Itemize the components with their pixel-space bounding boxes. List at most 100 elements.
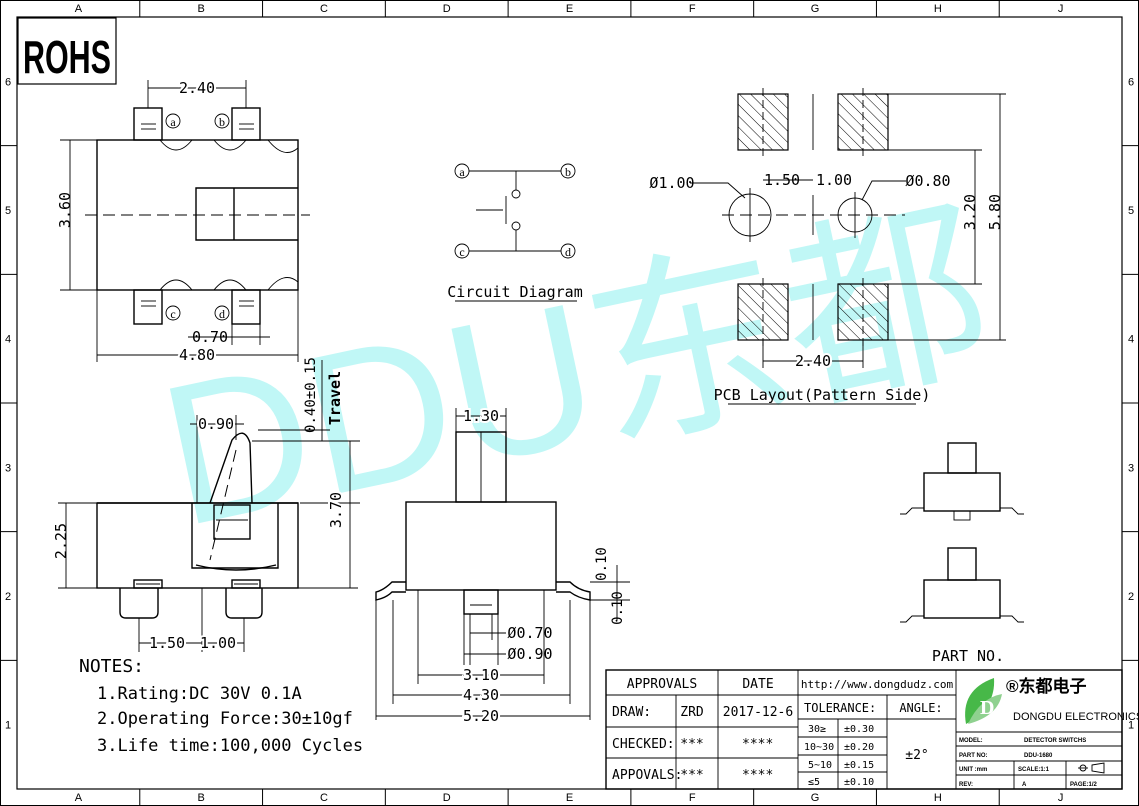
front-view: 1.30 0.10 0.10 Ø0.70 Ø0.90 3.10 4.30 5.2… (375, 405, 630, 727)
grid-row-left-5: 5 (5, 205, 11, 217)
pcb-dim-1-50: 1.50 (764, 171, 800, 189)
grid-row-right-3: 3 (1128, 462, 1134, 474)
front-dim-lead-top: 0.10 (594, 547, 610, 581)
grid-col-top-J: J (1058, 3, 1064, 15)
tolerance-header: TOLERANCE: (804, 701, 876, 715)
tol-range-1: 30≥ (808, 724, 826, 735)
angle-header: ANGLE: (899, 701, 942, 715)
top-pin-a: a (170, 115, 176, 129)
grid-col-bottom-A: A (75, 792, 83, 804)
info-model-value: DETECTOR SWITCHS (1024, 738, 1086, 744)
tol-range-4: ≤5 (808, 777, 820, 788)
side-dim-2-25: 2.25 (52, 523, 70, 559)
pcb-dim-2-40: 2.40 (795, 352, 831, 370)
page-indicator: PAGE:1/2 (1070, 782, 1098, 788)
svg-text:D: D (980, 697, 994, 719)
dim-top-4-80: 4.80 (179, 346, 215, 364)
dim-top-0-70: 0.70 (192, 328, 228, 346)
grid-col-top-G: G (811, 3, 820, 15)
grid-col-top-C: C (320, 3, 328, 15)
circuit-pin-b: b (565, 165, 571, 179)
front-dim-peg-outer: Ø0.90 (507, 645, 552, 663)
website: http://www.dongdudz.com (801, 678, 954, 691)
angle-value: ±2° (905, 748, 928, 763)
info-rev-key: REV: (959, 782, 973, 788)
part-views: PART NO. (900, 442, 1024, 665)
circuit-pin-c: c (459, 245, 464, 259)
grid-col-bottom-B: B (197, 792, 204, 804)
front-dim-3-10: 3.10 (463, 666, 499, 684)
pcb-dim-5-80: 5.80 (986, 194, 1004, 230)
info-unit-key: UNIT :mm (959, 767, 987, 773)
rohs-badge: ROHS (23, 31, 111, 83)
circuit-pin-d: d (565, 245, 571, 259)
tol-value-2: ±0.20 (844, 742, 874, 753)
tol-range-2: 10~30 (804, 742, 834, 753)
pcb-dim-3-20: 3.20 (961, 194, 979, 230)
grid-col-bottom-C: C (320, 792, 328, 804)
side-dim-3-70: 3.70 (327, 492, 345, 528)
rohs-badge-box (17, 17, 117, 85)
info-model-key: MODEL: (959, 738, 983, 744)
company-name-en: DONGDU ELECTRONICS (1013, 711, 1139, 723)
front-dim-lead-bottom: 0.10 (610, 591, 626, 625)
top-pin-b: b (219, 115, 225, 129)
info-rev-value: A (1022, 782, 1027, 788)
dim-top-3-60: 3.60 (56, 192, 74, 228)
row-checked-date: **** (742, 737, 773, 752)
pcb-title: PCB Layout(Pattern Side) (714, 386, 931, 404)
row-appovals-label: APPOVALS: (612, 768, 682, 783)
front-dim-4-30: 4.30 (463, 686, 499, 704)
top-view: a b c d 2.40 3.60 0.70 4.80 (56, 77, 310, 366)
company-logo-icon: D (965, 678, 1002, 724)
grid-row-right-5: 5 (1128, 205, 1134, 217)
grid-row-right-4: 4 (1128, 334, 1134, 346)
grid-row-right-2: 2 (1128, 591, 1134, 603)
grid-row-left-6: 6 (5, 76, 11, 88)
grid-col-bottom-E: E (566, 792, 573, 804)
row-checked-name: *** (680, 737, 703, 752)
grid-row-right-1: 1 (1128, 720, 1134, 732)
grid-col-top-F: F (689, 3, 696, 15)
approvals-header: APPROVALS (627, 677, 697, 692)
top-pin-c: c (170, 307, 175, 321)
pcb-dia-right: Ø0.80 (905, 172, 950, 190)
side-dim-1-50: 1.50 (149, 634, 185, 652)
tol-value-3: ±0.15 (844, 760, 874, 771)
front-dim-peg-inner: Ø0.70 (507, 624, 552, 642)
grid-row-left-3: 3 (5, 462, 11, 474)
title-block: APPROVALS DATE http://www.dongdudz.com D… (605, 669, 1139, 790)
circuit-diagram: a b c d Circuit Diagram (447, 163, 583, 302)
info-partno-key: PART NO: (959, 753, 988, 759)
circuit-pin-a: a (459, 165, 465, 179)
notes: NOTES: 1.Rating:DC 30V 0.1A 2.Operating … (79, 656, 363, 756)
top-pin-d: d (219, 307, 225, 321)
part-no-label: PART NO. (932, 647, 1004, 665)
grid-col-bottom-D: D (443, 792, 451, 804)
circuit-title: Circuit Diagram (447, 283, 582, 301)
note-1: 1.Rating:DC 30V 0.1A (97, 684, 302, 704)
row-appovals-date: **** (742, 768, 773, 783)
note-3: 3.Life time:100,000 Cycles (97, 736, 363, 756)
company-name-cn: ®东都电子 (1006, 676, 1087, 696)
grid-col-top-B: B (197, 3, 204, 15)
note-2: 2.Operating Force:30±10gf (97, 709, 353, 729)
grid-col-top-E: E (566, 3, 573, 15)
pcb-layout: Ø1.00 Ø0.80 1.50 1.00 3.20 5.80 2.40 PCB… (649, 88, 1006, 405)
front-dim-1-30: 1.30 (463, 407, 499, 425)
side-dim-1-00: 1.00 (200, 634, 236, 652)
tol-value-4: ±0.10 (844, 777, 874, 788)
grid-row-right-6: 6 (1128, 76, 1134, 88)
grid-col-bottom-F: F (689, 792, 696, 804)
front-dim-5-20: 5.20 (463, 707, 499, 725)
grid-row-left-1: 1 (5, 720, 11, 732)
side-travel-label: Travel (326, 371, 344, 425)
grid-col-bottom-G: G (811, 792, 820, 804)
grid-row-left-4: 4 (5, 334, 11, 346)
info-unit-value: SCALE:1:1 (1018, 767, 1050, 773)
pcb-dim-1-00: 1.00 (816, 171, 852, 189)
